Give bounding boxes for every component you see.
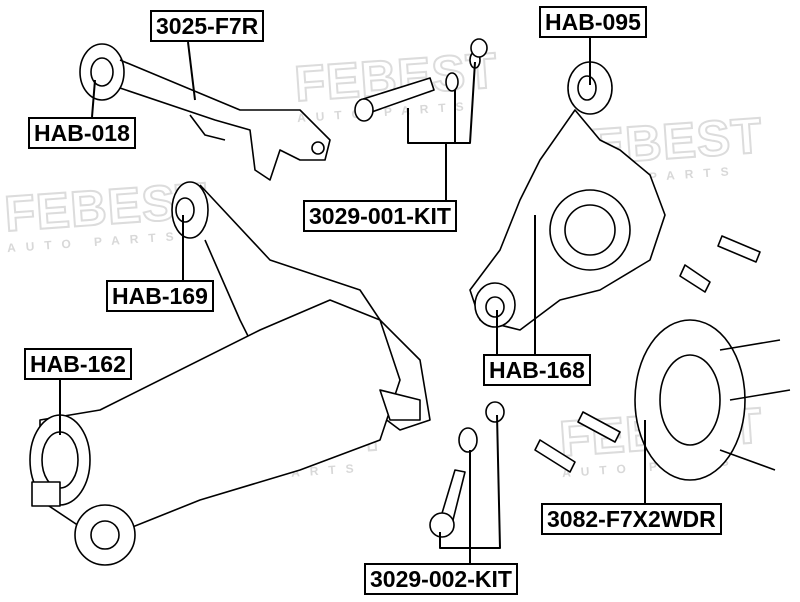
bolt-kit-1 — [354, 38, 488, 122]
bolt-kit-2 — [429, 401, 505, 538]
label-3025-F7R: 3025-F7R — [150, 10, 265, 42]
hub-bolts — [534, 235, 761, 473]
upper-control-arm — [79, 43, 331, 181]
label-3029-002-KIT: 3029-002-KIT — [364, 563, 518, 595]
label-HAB-169: HAB-169 — [106, 280, 214, 312]
trailing-link — [29, 299, 421, 566]
label-HAB-168: HAB-168 — [483, 354, 591, 386]
label-HAB-018: HAB-018 — [28, 117, 136, 149]
label-3029-001-KIT: 3029-001-KIT — [303, 200, 457, 232]
label-HAB-095: HAB-095 — [539, 6, 647, 38]
label-HAB-162: HAB-162 — [24, 348, 132, 380]
steering-knuckle — [469, 61, 666, 331]
wheel-hub — [634, 319, 791, 481]
label-3082-F7X2WDR: 3082-F7X2WDR — [541, 503, 722, 535]
leader-lines — [59, 38, 646, 563]
